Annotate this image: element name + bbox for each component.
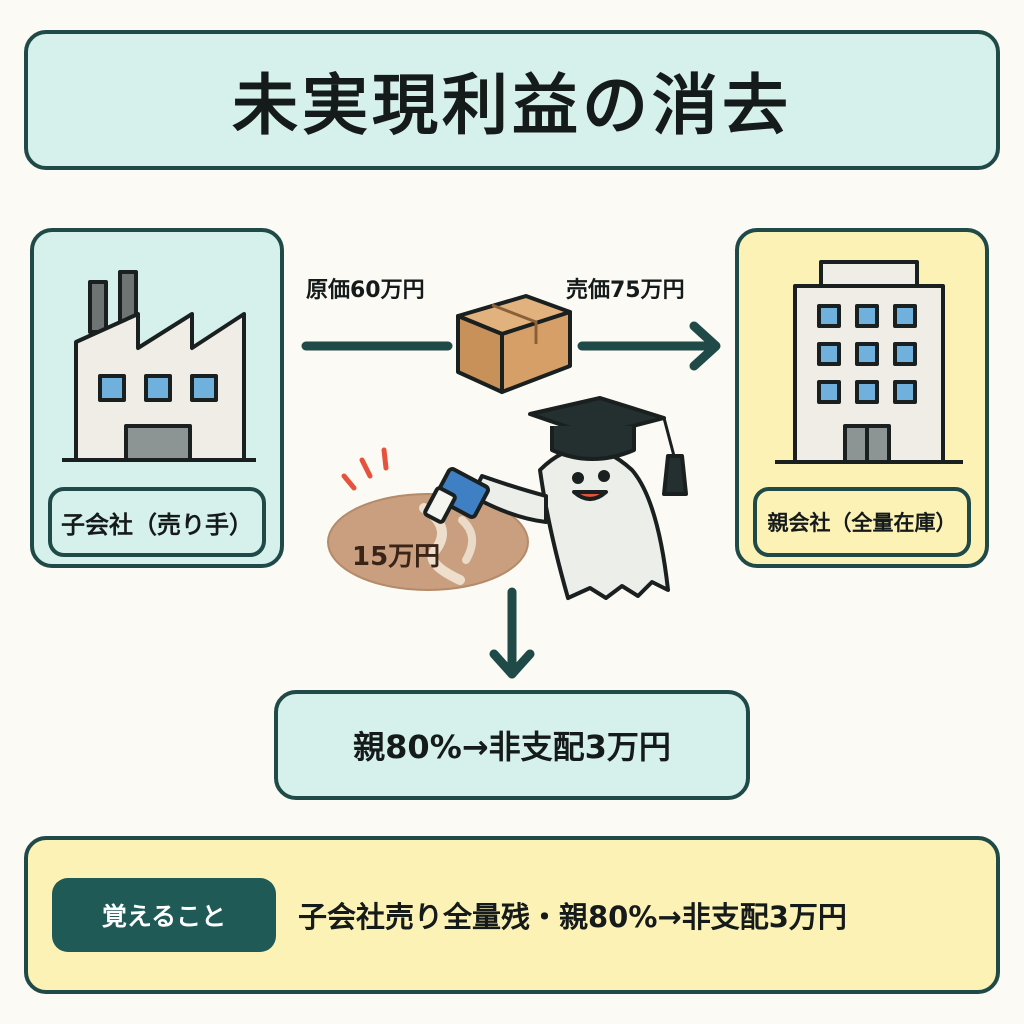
price-label: 売価75万円 [566,278,685,303]
down-arrow [489,587,535,679]
motion-marks [341,447,389,491]
result-text: 親80%→非支配3万円 [353,728,671,766]
memo-box: 覚えること 子会社売り全量残・親80%→非支配3万円 [24,836,1000,994]
erased-profit-blob [327,493,529,591]
cost-label: 原価60万円 [306,278,425,303]
memo-badge: 覚えること [52,878,276,952]
buyer-card: 親会社（全量在庫） [735,228,989,568]
memo-text: 子会社売り全量残・親80%→非支配3万円 [298,900,847,934]
seller-label: 子会社（売り手） [48,487,266,557]
factory-icon [62,270,256,462]
page-title: 未実現利益の消去 [232,67,792,144]
seller-card: 子会社（売り手） [30,228,284,568]
buyer-label: 親会社（全量在庫） [753,487,971,557]
cardboard-box-icon [456,294,572,394]
eliminated-amount-label: 15万円 [352,542,441,572]
sale-arrow [577,321,721,371]
result-box: 親80%→非支配3万円 [274,690,750,800]
ghost-graduate-eraser-icon [423,396,688,600]
title-banner: 未実現利益の消去 [24,30,1000,170]
office-building-icon [775,260,963,464]
